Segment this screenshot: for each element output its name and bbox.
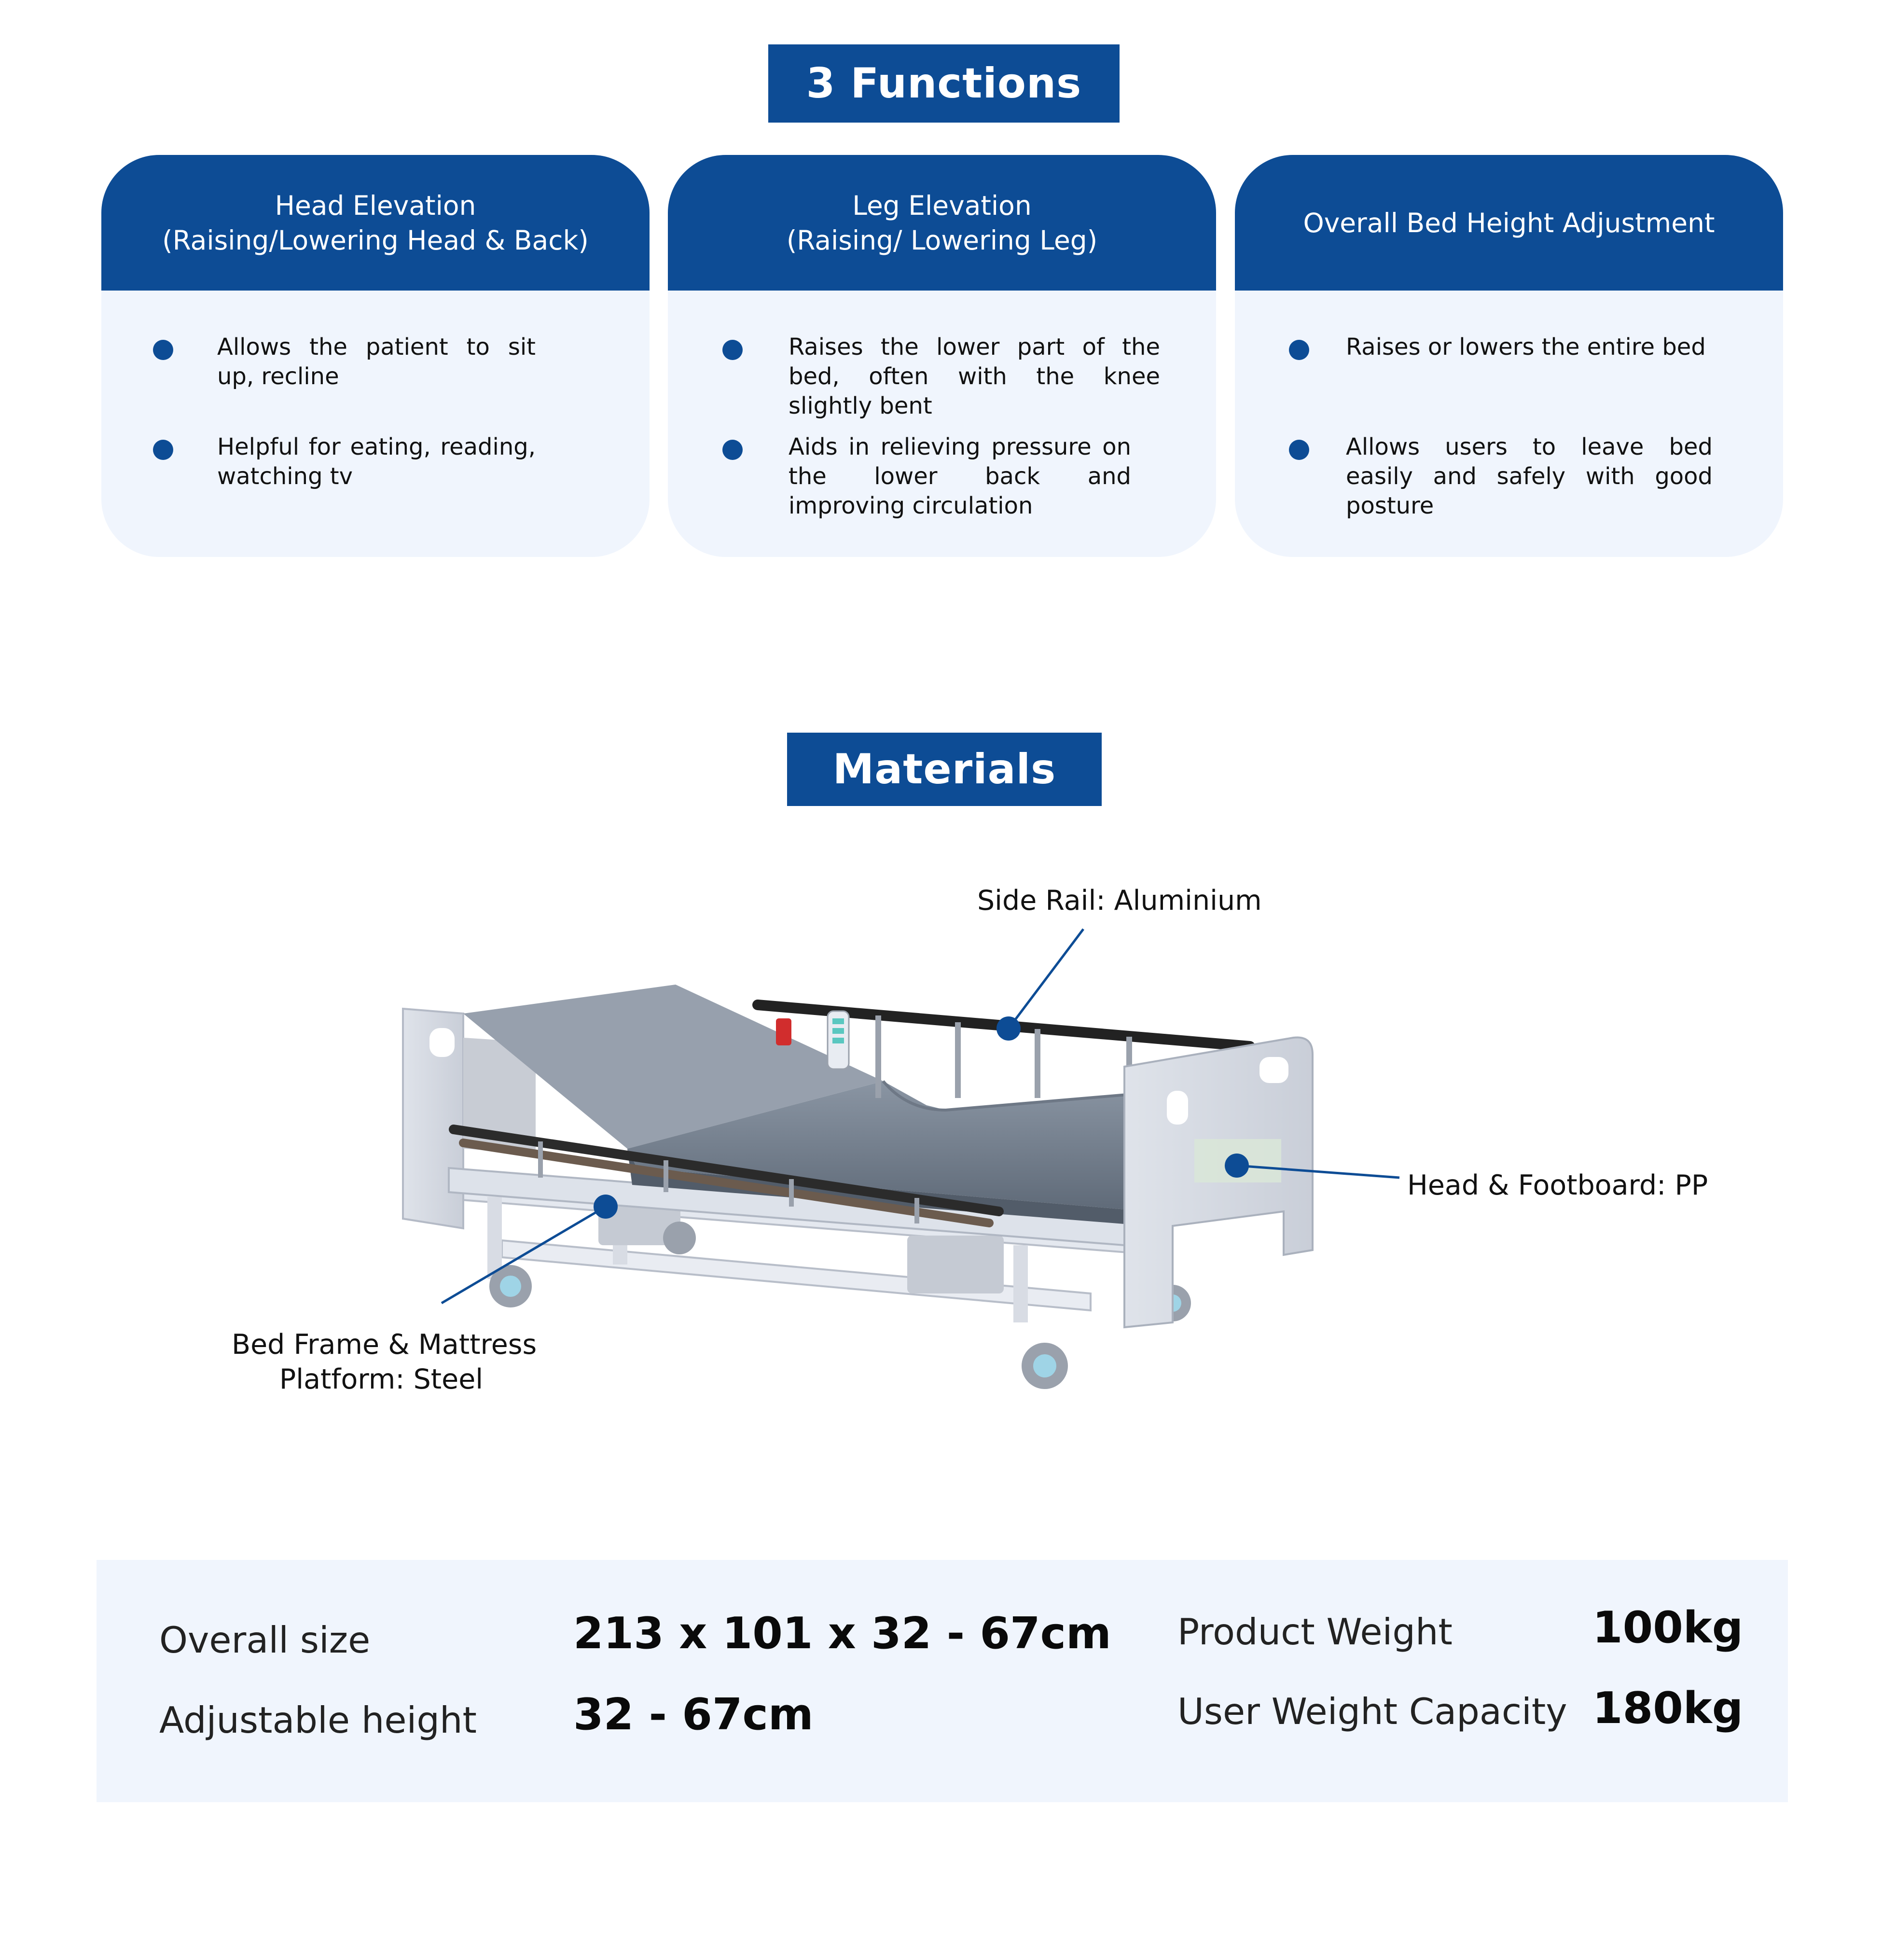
callout-head-footboard: Head & Footboard: PP: [1407, 1169, 1708, 1201]
spec-value-user-capacity: 180kg: [1592, 1683, 1744, 1734]
functions-title: 3 Functions: [806, 59, 1082, 108]
footboard: [1123, 1036, 1314, 1329]
spec-label-user-capacity: User Weight Capacity: [1177, 1690, 1567, 1733]
bullet-dot: [153, 440, 173, 460]
callout-bed-frame-line2: Platform: Steel: [279, 1363, 484, 1395]
card-title-line: (Raising/ Lowering Leg): [786, 224, 1098, 256]
function-card-leg-elevation: Leg Elevation (Raising/ Lowering Leg) Ra…: [668, 155, 1216, 557]
bullet-dot: [1289, 340, 1309, 360]
bullet-text: Allows the patient to sit up, recline: [217, 334, 536, 390]
card-title-line: (Raising/Lowering Head & Back): [162, 224, 589, 256]
function-card-header: Leg Elevation (Raising/ Lowering Leg): [668, 155, 1216, 291]
side-rail-front: [449, 1125, 1004, 1227]
spec-value-overall-size: 213 x 101 x 32 - 67cm: [573, 1608, 1111, 1659]
bullet-text: Raises the lower part of the bed, often …: [789, 334, 1160, 419]
callout-bed-frame: Bed Frame & Mattress Platform: Steel: [232, 1327, 537, 1397]
specifications-panel: Overall size 213 x 101 x 32 - 67cm Adjus…: [97, 1560, 1788, 1802]
spec-value-product-weight: 100kg: [1592, 1602, 1744, 1653]
functions-title-banner: 3 Functions: [768, 44, 1120, 123]
spec-label-overall-size: Overall size: [159, 1619, 371, 1661]
callout-side-rail: Side Rail: Aluminium: [977, 885, 1262, 917]
function-card-header: Overall Bed Height Adjustment: [1235, 155, 1783, 291]
bullet-dot: [153, 340, 173, 360]
bullet-text: Helpful for eating, reading, watching tv: [217, 433, 536, 490]
card-title-line: Leg Elevation: [852, 190, 1032, 221]
bullet-text: Raises or lowers the entire bed: [1346, 334, 1706, 361]
bullet-dot: [722, 440, 743, 460]
materials-title: Materials: [832, 745, 1056, 793]
callout-pointers: [441, 928, 1400, 1305]
spec-value-adjustable-height: 32 - 67cm: [573, 1689, 814, 1740]
function-card-head-elevation: Head Elevation (Raising/Lowering Head & …: [101, 155, 650, 557]
spec-label-adjustable-height: Adjustable height: [159, 1699, 477, 1741]
card-title-line: Overall Bed Height Adjustment: [1303, 207, 1715, 238]
function-card-header: Head Elevation (Raising/Lowering Head & …: [101, 155, 650, 291]
card-title-line: Head Elevation: [275, 190, 476, 221]
bullet-dot: [1289, 440, 1309, 460]
materials-title-banner: Materials: [787, 733, 1102, 806]
bullet-dot: [722, 340, 743, 360]
function-card-height-adjustment: Overall Bed Height Adjustment Raises or …: [1235, 155, 1783, 557]
bullet-text: Aids in relieving pressure on the lower …: [789, 433, 1131, 519]
bullet-text: Allows users to leave bed easily and saf…: [1346, 433, 1713, 519]
callout-bed-frame-line1: Bed Frame & Mattress: [232, 1329, 537, 1361]
spec-label-product-weight: Product Weight: [1177, 1611, 1453, 1653]
